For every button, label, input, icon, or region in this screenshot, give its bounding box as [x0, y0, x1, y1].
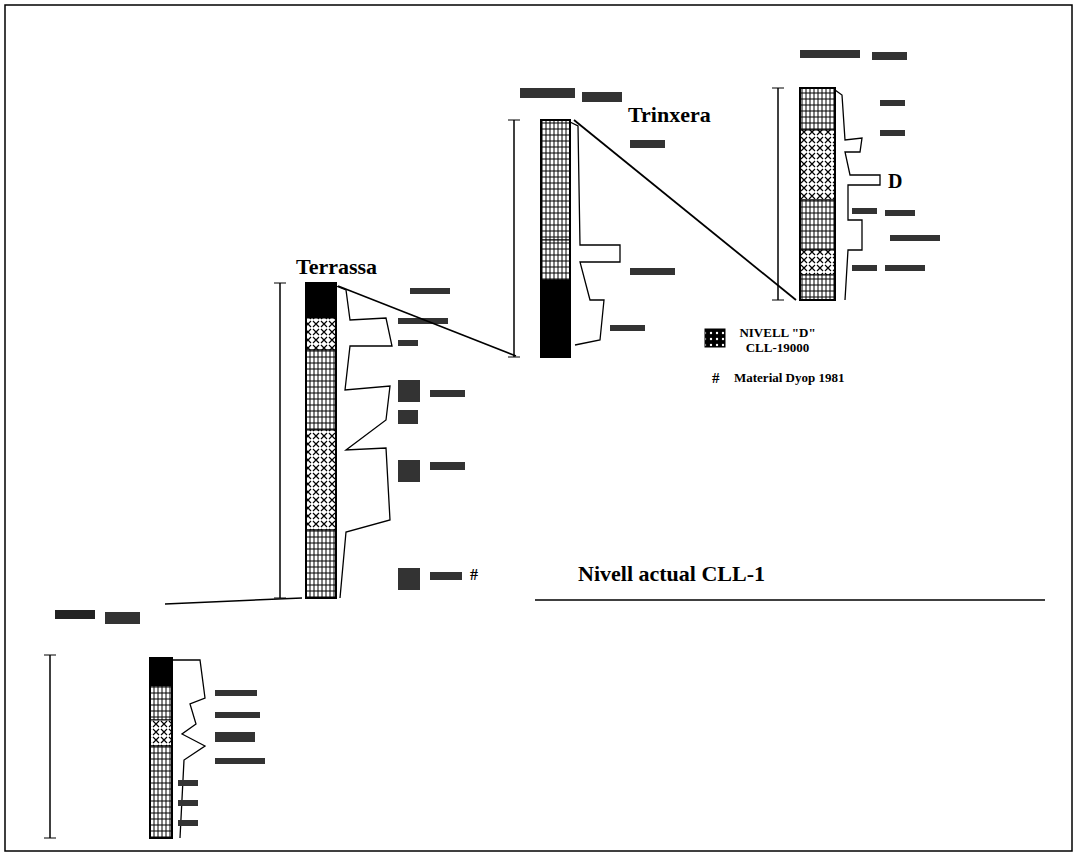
level-marker: D: [888, 170, 902, 192]
section-title: Terrassa: [296, 255, 377, 279]
legend-text: NIVELL "D" CLL-19000: [730, 326, 825, 356]
section-title: Trinxera: [628, 103, 711, 127]
column-1: [44, 598, 302, 838]
legend-sample-marker: #: [712, 370, 720, 387]
column-4: [772, 50, 940, 300]
legend-text: Material Dyop 1981: [734, 371, 914, 386]
frame: [5, 5, 1072, 851]
column-3: [508, 88, 796, 357]
column-2: [274, 283, 516, 598]
sample-marker: #: [470, 566, 478, 584]
legend-sample: [705, 329, 725, 347]
current-level-line: [535, 599, 1045, 601]
level-label: Nivell actual CLL-1: [578, 562, 765, 586]
